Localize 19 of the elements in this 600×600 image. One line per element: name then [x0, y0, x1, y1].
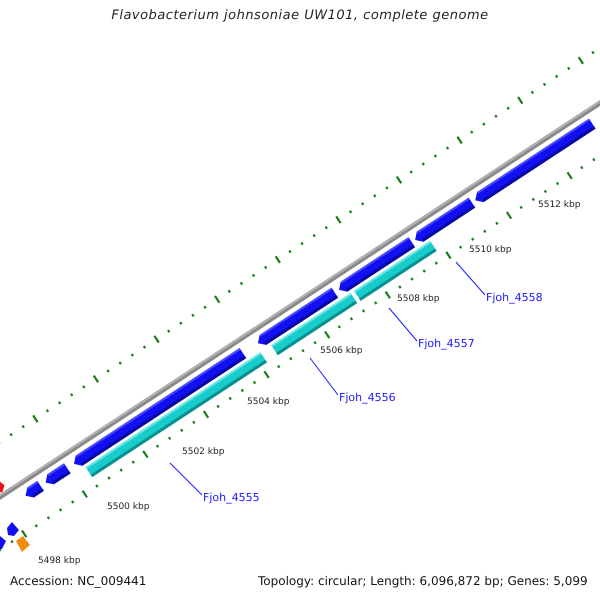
tick-label: 5498 kbp	[38, 556, 80, 566]
tick-label: 5504 kbp	[247, 397, 290, 407]
genome-stats-label: Topology: circular; Length: 6,096,872 bp; Genes: 5,099	[258, 574, 588, 588]
tick-label: 5508 kbp	[397, 294, 440, 304]
tick-label: 5500 kbp	[107, 502, 150, 512]
tick-label: 5502 kbp	[182, 447, 224, 457]
gene-label: Fjoh_4556	[339, 391, 396, 404]
tick-label: 5510 kbp	[469, 245, 512, 255]
gene-label: Fjoh_4558	[486, 291, 543, 304]
tick-label: 5512 kbp	[538, 200, 580, 210]
leader-line	[456, 262, 486, 296]
tick-label: 5506 kbp	[320, 346, 362, 356]
leader-line	[310, 358, 338, 396]
accession-label: Accession: NC_009441	[10, 574, 146, 588]
leader-line	[388, 308, 418, 342]
leader-line	[170, 462, 202, 496]
gene-label: Fjoh_4555	[203, 491, 260, 504]
gene-label: Fjoh_4557	[418, 337, 475, 350]
title: Flavobacterium johnsoniae UW101, complete genome	[110, 8, 490, 23]
